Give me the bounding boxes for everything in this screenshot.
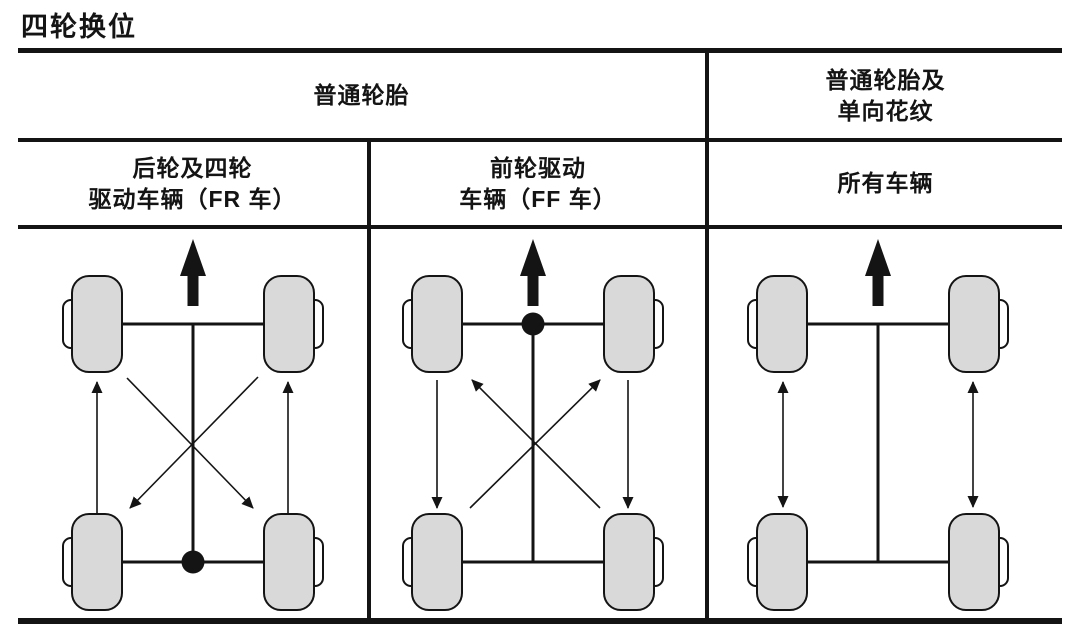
subheader-row-rule: [18, 225, 1062, 229]
fr-rotation-diagram: [62, 239, 324, 611]
header-row-rule: [18, 138, 1062, 142]
header-normal-tires-label: 普通轮胎: [313, 82, 410, 108]
header-unidirectional: 普通轮胎及 单向花纹: [709, 53, 1062, 138]
subheader-fr-vehicles: 后轮及四轮 驱动车辆（FR 车）: [18, 142, 367, 225]
ff-rotation-diagram: [402, 239, 664, 611]
bottom-rule: [18, 618, 1062, 624]
divider-right-column: [705, 48, 709, 624]
subheader-fr-line2: 驱动车辆（FR 车）: [88, 185, 297, 212]
header-unidirectional-line1: 普通轮胎及: [825, 66, 946, 93]
all-vehicles-rotation-diagram: [747, 239, 1009, 611]
subheader-ff-line1: 前轮驱动: [490, 154, 586, 181]
subheader-all-label: 所有车辆: [837, 170, 934, 196]
divider-mid-column: [367, 138, 371, 624]
title-rule: [18, 48, 1062, 53]
header-unidirectional-line2: 单向花纹: [837, 97, 934, 124]
header-normal-tires: 普通轮胎: [18, 53, 705, 138]
subheader-ff-vehicles: 前轮驱动 车辆（FF 车）: [371, 142, 705, 225]
subheader-ff-line2: 车辆（FF 车）: [459, 185, 617, 212]
subheader-fr-line1: 后轮及四轮: [132, 154, 253, 181]
subheader-all-vehicles: 所有车辆: [709, 142, 1062, 225]
page-title: 四轮换位: [21, 12, 137, 42]
